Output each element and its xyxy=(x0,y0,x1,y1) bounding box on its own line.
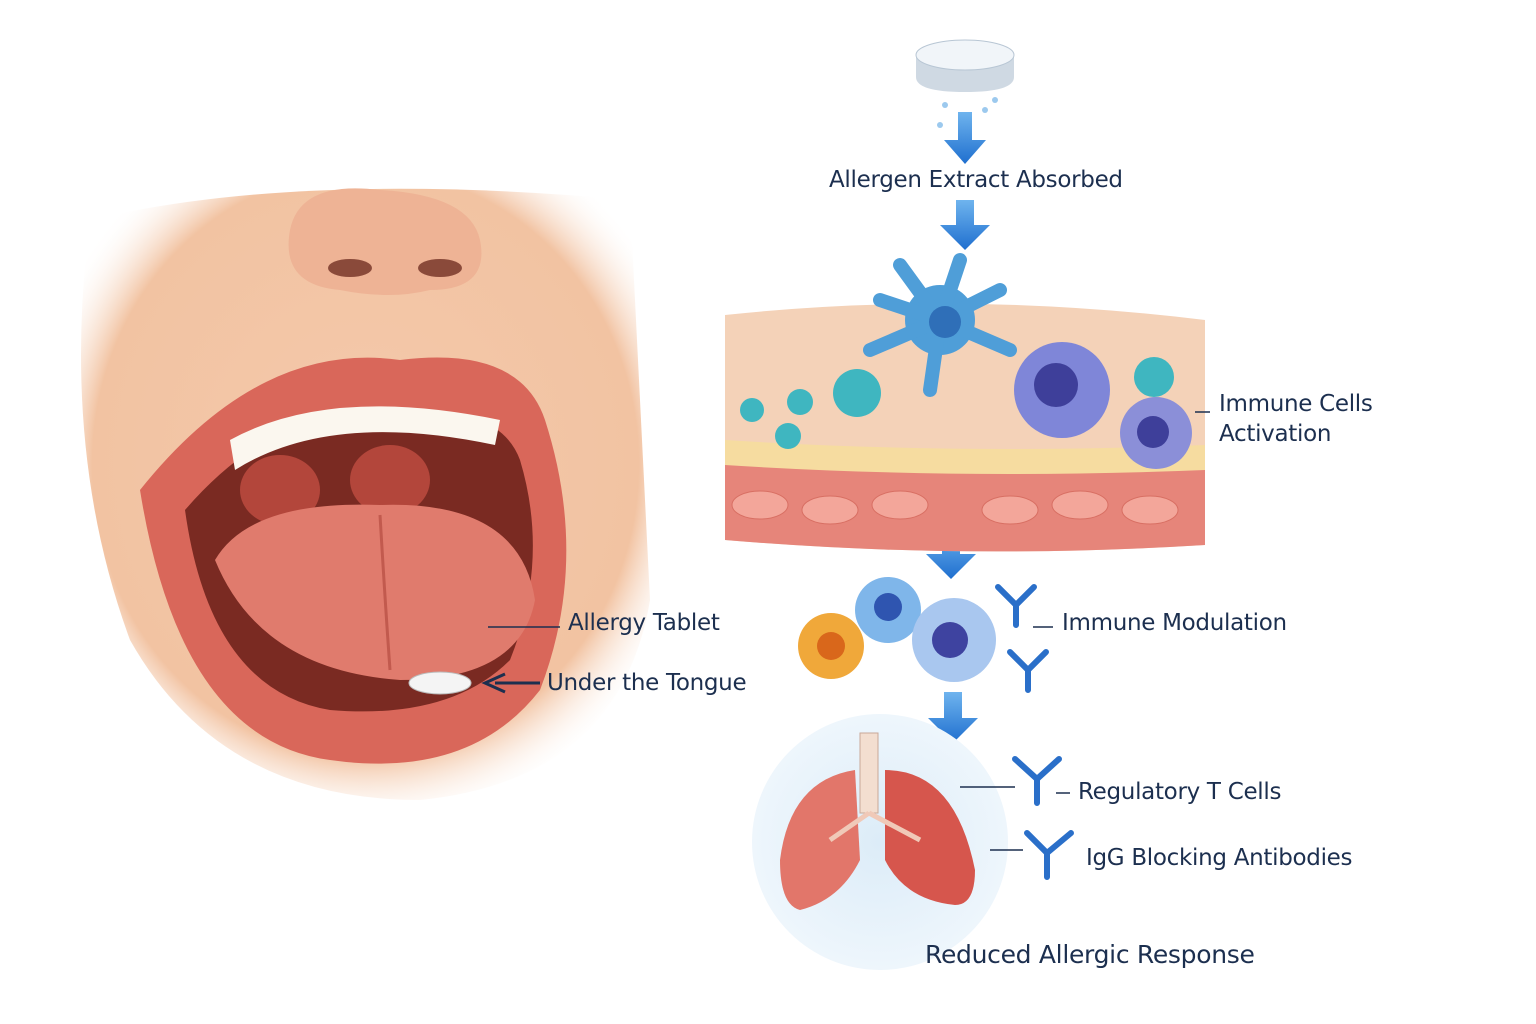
label-allergen-extract: Allergen Extract Absorbed xyxy=(829,167,1123,193)
right-lung xyxy=(885,770,975,905)
leader-lines xyxy=(488,411,1210,851)
left-lung xyxy=(780,770,860,910)
tablet-under-tongue xyxy=(408,671,472,695)
label-reduced-response: Reduced Allergic Response xyxy=(925,940,1255,969)
label-regulatory-t-cells: Regulatory T Cells xyxy=(1078,779,1282,805)
tissue-illustration xyxy=(725,253,1205,552)
label-allergy-tablet: Allergy Tablet xyxy=(568,610,720,636)
modulation-illustration xyxy=(798,577,1074,880)
mouth-illustration xyxy=(81,188,650,800)
immune-cells xyxy=(740,342,1192,469)
arrow-down-icon xyxy=(940,200,990,250)
teeth xyxy=(230,406,500,470)
label-under-tongue: Under the Tongue xyxy=(547,670,747,696)
lungs-illustration xyxy=(752,714,1008,970)
label-immune-cells-1: Immune Cells xyxy=(1219,391,1373,417)
arrow-down-icon xyxy=(944,112,986,164)
arrow-left-icon xyxy=(481,672,540,694)
label-immune-modulation: Immune Modulation xyxy=(1062,610,1287,636)
label-igg-antibodies: IgG Blocking Antibodies xyxy=(1086,845,1353,871)
arrow-down-icon xyxy=(926,528,976,579)
tongue xyxy=(215,504,535,680)
label-immune-cells-2: Activation xyxy=(1219,421,1332,447)
dendritic-cell xyxy=(863,253,1017,397)
tablet-illustration xyxy=(915,39,1015,128)
antibody-icon xyxy=(995,584,1074,880)
